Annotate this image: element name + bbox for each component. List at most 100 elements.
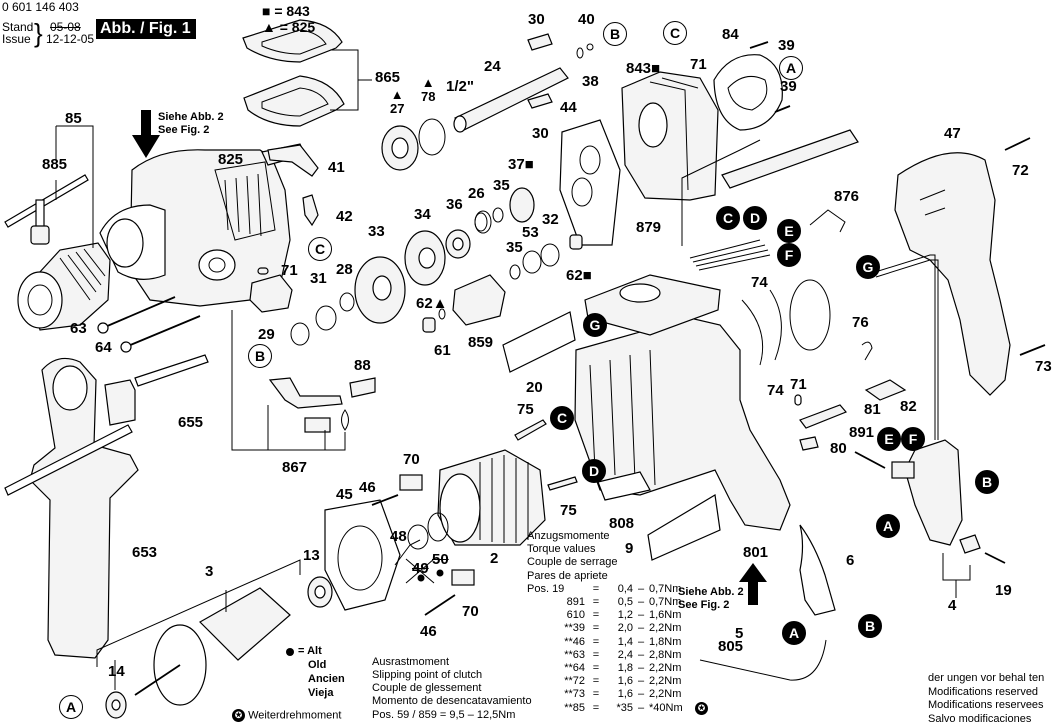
slip-value: Pos. 59 / 859 = 9,5 – 12,5Nm [372,709,516,721]
part-label-42: 42 [336,208,353,225]
part-label-49: 49 [412,560,429,577]
part-label-74b: 74 [767,382,784,399]
bearing-13 [307,576,333,608]
screw-63 [97,296,176,334]
lever-assembly-867 [268,377,349,433]
old-dot-icon [286,648,294,656]
bushing-62a [569,234,583,250]
spindle-24 [453,67,569,133]
spring-42 [302,194,319,227]
torque-title-en: Torque values [527,543,596,556]
part-label-9: 9 [625,540,634,557]
legend-old-en: Old [308,659,327,671]
part-label-62a: 62■ [566,267,592,284]
leader-85 [55,125,94,248]
part-label-80: 80 [830,440,847,457]
spring-48 [394,539,421,566]
part-label-64: 64 [95,339,112,356]
part-label-6: 6 [846,552,855,569]
part-label-71c: 71 [790,376,807,393]
torque-row: **39=2,0–2,2Nm [564,622,682,635]
label-808 [597,471,651,501]
arrow-down-top [132,110,160,158]
arrow-up-bottom [739,563,767,605]
torque-table: Anzugsmomente Torque values Couple de se… [527,530,708,715]
part-label-808: 808 [609,515,635,532]
marker-A-bottom: A [59,695,83,719]
screw-39-b [774,105,791,113]
clip-41 [267,144,319,177]
terminal-75a [514,419,547,441]
marker-E-dark-1: E [777,219,801,243]
part-label-half-inch: 1/2" [446,78,474,95]
connector-876 [809,209,846,233]
stator-2 [437,449,546,546]
screw-73 [1019,344,1046,356]
part-label-24: 24 [484,58,501,75]
part-label-70a: 70 [403,451,420,468]
old-dot-50 [436,569,444,577]
part-label-28: 28 [336,261,353,278]
marker-C-dark-1: C [716,206,740,230]
legend-old-fr: Ancien [308,673,345,685]
see-fig-bottom-en: See Fig. 2 [678,599,730,611]
brush-plate-879 [584,274,721,336]
part-label-34: 34 [414,206,431,223]
part-label-47: 47 [944,125,961,142]
screw-39-a [749,41,769,49]
stand-label: Stand [2,20,34,34]
label-20 [502,311,576,373]
part-label-71a: 71 [690,56,707,73]
marker-B-dark-2: B [858,614,882,638]
slip-fr: Couple de glessement [372,682,482,694]
ring-35b [509,264,521,280]
part-label-36: 36 [446,196,463,213]
depth-rod [4,424,133,496]
marker-F-dark-2: F [901,427,925,451]
cover-865-lower [243,75,345,127]
part-label-88: 88 [354,357,371,374]
legend-star-text: Weiterdrehmoment [248,709,342,722]
handle-47 [894,152,1011,396]
part-label-19: 19 [995,582,1012,599]
part-label-27: ▲ 27 [390,87,405,116]
gasket-84 [713,54,783,131]
brace: } [34,18,43,48]
part-label-41: 41 [328,159,345,176]
part-label-85: 85 [65,110,82,127]
leader-4 [942,553,971,598]
part-label-2: 2 [490,550,499,567]
part-label-75a: 75 [517,401,534,418]
ring-61 [438,308,446,320]
slip-en: Slipping point of clutch [372,669,483,681]
leader-865 [330,49,372,111]
leader-867 [231,310,346,451]
part-label-46b: 46 [420,623,437,640]
marker-C-dark-2: C [550,406,574,430]
marker-B-top: B [603,22,627,46]
bearing-14 [105,691,127,719]
part-label-61: 61 [434,342,451,359]
part-label-76: 76 [852,314,869,331]
part-label-33: 33 [368,223,385,240]
marker-B-left: B [248,344,272,368]
terminal-75b [547,476,578,491]
spring-clip [861,341,873,361]
part-label-14: 14 [108,663,125,680]
bushing-62b [422,317,436,333]
part-label-32: 32 [542,211,559,228]
part-label-653: 653 [132,544,158,561]
brush-holder-70b [451,569,475,586]
star-icon: ✪ [232,709,245,722]
power-cord-805 [699,639,827,681]
brush-holder-81 [799,404,848,429]
spring-74 [741,289,782,366]
part-label-13: 13 [303,547,320,564]
part-label-843: 843■ [626,60,661,77]
baffle-45 [324,499,401,611]
marker-A-dark-2: A [782,621,806,645]
ring-28 [339,292,355,312]
torque-title-de: Anzugsmomente [527,530,610,542]
torque-row: 891=0,5–0,7Nm [566,596,682,609]
see-fig-top-en: See Fig. 2 [158,124,210,136]
